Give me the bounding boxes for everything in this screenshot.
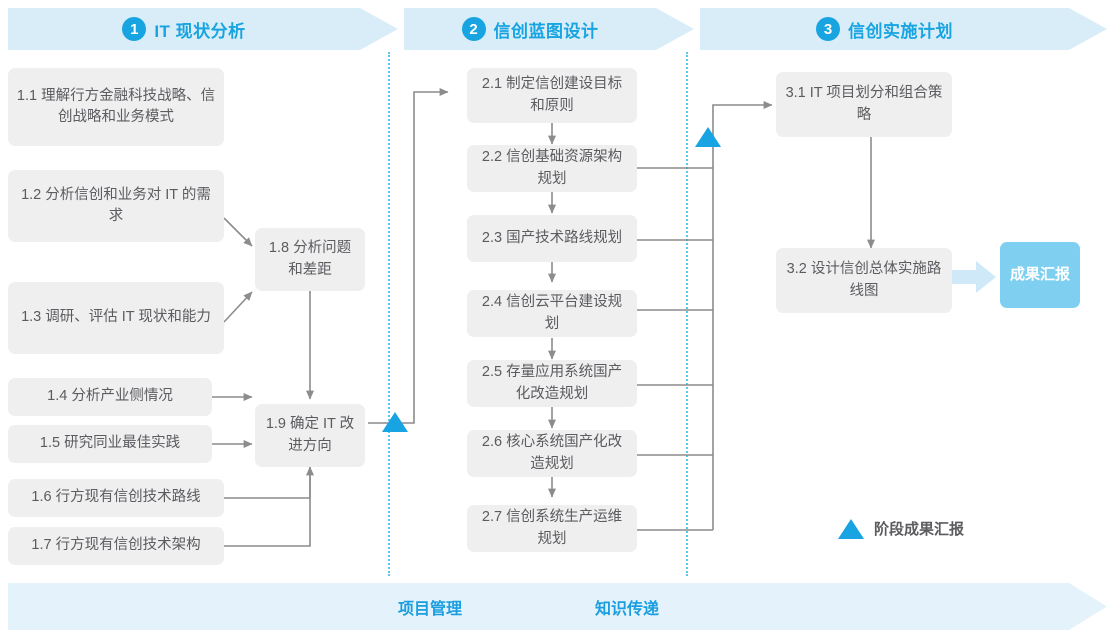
task-label-1-9: 1.9 确定 IT 改进方向 <box>265 416 355 454</box>
task-box-2-6[interactable]: 2.6 核心系统国产化改造规划 <box>467 430 637 477</box>
task-label-1-4: 1.4 分析产业侧情况 <box>47 388 173 405</box>
task-box-2-4[interactable]: 2.4 信创云平台建设规划 <box>467 290 637 337</box>
task-box-1-7[interactable]: 1.7 行方现有信创技术架构 <box>8 527 224 565</box>
task-box-3-2[interactable]: 3.2 设计信创总体实施路线图 <box>776 248 952 313</box>
task-label-2-5: 2.5 存量应用系统国产化改造规划 <box>481 364 623 402</box>
task-label-1-3: 1.3 调研、评估 IT 现状和能力 <box>21 309 211 326</box>
task-label-2-4: 2.4 信创云平台建设规划 <box>481 294 623 332</box>
phase-number-3: 3 <box>816 17 840 41</box>
task-box-2-2[interactable]: 2.2 信创基础资源架构规划 <box>467 145 637 192</box>
task-box-1-9[interactable]: 1.9 确定 IT 改进方向 <box>255 404 365 467</box>
phase-title-1: IT 现状分析 <box>154 21 246 41</box>
task-label-2-2: 2.2 信创基础资源架构规划 <box>481 149 623 187</box>
task-box-1-8[interactable]: 1.8 分析问题和差距 <box>255 228 365 291</box>
phase-number-2: 2 <box>461 17 486 41</box>
milestone-triangle-phase1 <box>382 412 408 432</box>
task-label-2-3: 2.3 国产技术路线规划 <box>481 229 623 246</box>
phase-header-2: 2 信创蓝图设计 <box>404 8 694 50</box>
task-label-2-6: 2.6 核心系统国产化改造规划 <box>481 434 623 472</box>
bottom-band-shape <box>8 583 1107 630</box>
bottom-band-label-0: 项目管理 <box>398 600 463 618</box>
result-badge[interactable]: 成果汇报 <box>1000 242 1080 308</box>
task-label-1-1: 1.1 理解行方金融科技战略、信创战略和业务模式 <box>16 87 216 125</box>
milestone-triangle-phase2 <box>695 127 721 147</box>
task-label-1-6: 1.6 行方现有信创技术路线 <box>31 489 201 506</box>
task-label-3-2: 3.2 设计信创总体实施路线图 <box>786 261 942 299</box>
phase-header-3: 3 信创实施计划 <box>700 8 1107 50</box>
task-label-1-2: 1.2 分析信创和业务对 IT 的需求 <box>21 186 211 224</box>
task-label-2-1: 2.1 制定信创建设目标和原则 <box>481 76 623 114</box>
task-box-1-4[interactable]: 1.4 分析产业侧情况 <box>8 378 212 416</box>
result-badge-label: 成果汇报 <box>1009 265 1070 283</box>
result-arrow-icon <box>952 261 996 293</box>
task-box-1-6[interactable]: 1.6 行方现有信创技术路线 <box>8 479 224 517</box>
task-box-1-1[interactable]: 1.1 理解行方金融科技战略、信创战略和业务模式 <box>8 68 224 146</box>
task-box-1-5[interactable]: 1.5 研究同业最佳实践 <box>8 425 212 463</box>
phase-divider-2 <box>686 52 688 576</box>
legend-label: 阶段成果汇报 <box>874 521 965 538</box>
task-box-3-1[interactable]: 3.1 IT 项目划分和组合策略 <box>776 72 952 137</box>
task-box-2-3[interactable]: 2.3 国产技术路线规划 <box>467 215 637 262</box>
task-label-1-5: 1.5 研究同业最佳实践 <box>39 435 181 452</box>
task-label-1-7: 1.7 行方现有信创技术架构 <box>31 537 201 554</box>
task-label-3-1: 3.1 IT 项目划分和组合策略 <box>785 85 943 123</box>
phase-title-3: 信创实施计划 <box>848 21 953 41</box>
task-box-1-3[interactable]: 1.3 调研、评估 IT 现状和能力 <box>8 282 224 354</box>
task-label-1-8: 1.8 分析问题和差距 <box>268 240 352 278</box>
bottom-band: 项目管理 知识传递 <box>8 583 1107 630</box>
task-box-2-1[interactable]: 2.1 制定信创建设目标和原则 <box>467 68 637 123</box>
task-label-2-7: 2.7 信创系统生产运维规划 <box>481 509 623 547</box>
phase-number-1: 1 <box>122 17 147 41</box>
task-box-2-7[interactable]: 2.7 信创系统生产运维规划 <box>467 505 637 552</box>
blue-triangle-icon <box>838 518 864 539</box>
legend: 阶段成果汇报 <box>838 518 964 539</box>
task-box-1-2[interactable]: 1.2 分析信创和业务对 IT 的需求 <box>8 170 224 242</box>
task-box-2-5[interactable]: 2.5 存量应用系统国产化改造规划 <box>467 360 637 407</box>
phase-header-1: 1 IT 现状分析 <box>8 8 398 50</box>
bottom-band-label-1: 知识传递 <box>595 600 660 618</box>
phase-title-2: 信创蓝图设计 <box>493 21 599 41</box>
phase-divider-1 <box>388 52 390 576</box>
